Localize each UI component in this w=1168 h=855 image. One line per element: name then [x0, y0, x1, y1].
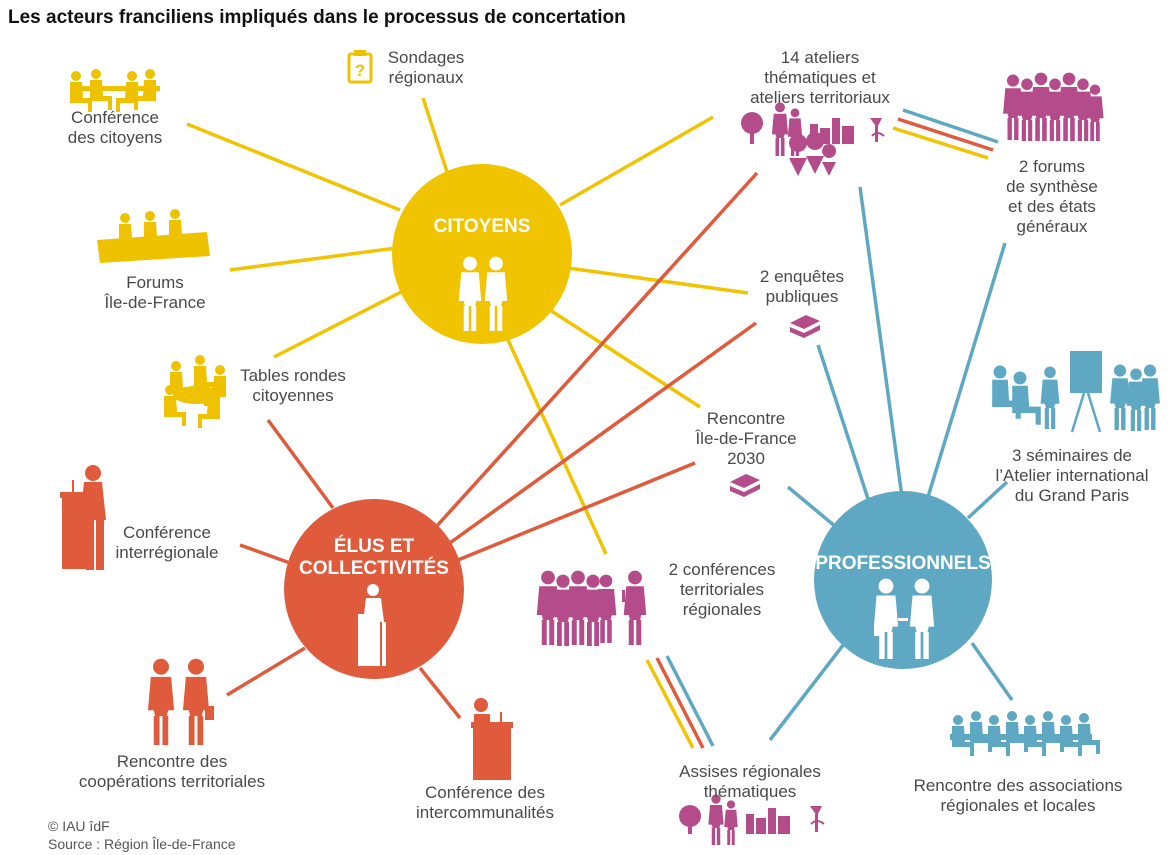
assises-icons [679, 794, 825, 845]
line-pros-seminaires [966, 480, 1009, 520]
hub-label-pros: PROFESSIONNELS [815, 553, 991, 574]
node-assises: Assises régionales thématiques [679, 762, 821, 801]
handshake-icon [873, 578, 935, 659]
node-cooperations: Rencontre des coopérations territoriales [78, 752, 266, 791]
node-conf-territoriales: 2 conférences territoriales régionales [668, 560, 776, 619]
line-triple-forums-yellow [892, 126, 989, 160]
survey-icon: ? [347, 50, 373, 84]
credit-line-1: © IAU îdF [48, 818, 110, 834]
podium-speaker-icon [358, 584, 386, 666]
svg-text:?: ? [355, 61, 365, 80]
node-seminaires: 3 séminaires de l’Atelier international … [995, 446, 1149, 505]
public-inquiry-icon [790, 315, 820, 338]
hub-pros[interactable] [814, 491, 992, 669]
node-ateliers: 14 ateliers thématiques et ateliers terr… [750, 48, 890, 107]
node-rencontre-2030: Rencontre Île-de-France 2030 [695, 409, 797, 468]
line-citoyens-forums [229, 246, 397, 272]
workshop-icons [741, 102, 885, 156]
hub-label-elus: ÉLUS ET COLLECTIVITÉS [299, 536, 449, 579]
node-conference-citoyens: Conférence des citoyens [67, 108, 163, 147]
line-citoyens-rencontre [549, 308, 701, 409]
line-elus-tables [266, 418, 335, 510]
seminar-presentation-icon [992, 351, 1160, 433]
conference-citizens-icon [70, 69, 160, 112]
diagram-title: Les acteurs franciliens impliqués dans l… [8, 7, 626, 28]
round-table-icon [164, 355, 226, 428]
line-elus-intercommunalites [418, 666, 462, 720]
cooperation-handshake-icon [147, 658, 214, 745]
node-intercommunalites: Conférence des intercommunalités [416, 783, 554, 822]
node-forums-synthese: 2 forums de synthèse et des états généra… [1006, 157, 1098, 236]
line-pros-enquetes [816, 344, 872, 506]
line-citoyens-ateliers [559, 115, 714, 207]
node-sondages: Sondages régionaux [387, 48, 465, 87]
line-elus-cooperations [226, 646, 306, 697]
line-citoyens-sondages [421, 97, 450, 176]
intercommunal-podium-icon [471, 698, 513, 780]
line-citoyens-conf-terr [506, 339, 608, 555]
line-triple-assises-blue [665, 655, 715, 747]
connection-lines [186, 97, 1014, 749]
credit-line-2: Source : Région Île-de-France [48, 836, 236, 852]
line-pros-associations [970, 641, 1014, 702]
hub-citoyens[interactable] [392, 164, 572, 344]
line-pros-rencontre [786, 485, 838, 529]
forums-bench-icon [97, 209, 210, 263]
hub-elus[interactable] [284, 499, 464, 679]
line-pros-forums [926, 242, 1007, 498]
line-triple-forums-blue [902, 108, 999, 144]
forums-crowd-icon [1003, 72, 1104, 141]
line-citoyens-conference [186, 122, 401, 212]
line-triple-assises-red [655, 657, 705, 749]
node-tables-rondes: Tables rondes citoyennes [240, 366, 346, 405]
line-elus-rencontre [457, 461, 696, 562]
location-pins-icon [789, 132, 837, 176]
line-pros-ateliers [858, 186, 904, 498]
line-elus-interregionale [239, 543, 291, 565]
line-citoyens-tables [273, 288, 406, 359]
node-associations: Rencontre des associations régionales et… [913, 776, 1123, 815]
line-elus-enquetes [445, 321, 758, 547]
conferences-crowd-icon [536, 570, 647, 646]
line-triple-forums-red [897, 117, 994, 152]
line-pros-assises [768, 638, 849, 742]
node-enquetes: 2 enquêtes publiques [759, 267, 845, 306]
interregional-speaker-icon [60, 465, 106, 570]
rencontre-book-icon [730, 474, 760, 497]
line-triple-assises-yellow [645, 659, 695, 749]
node-forums-idf: Forums Île-de-France [104, 273, 206, 312]
line-elus-ateliers [433, 171, 759, 530]
associations-crowd-icon [950, 711, 1100, 756]
hub-label-citoyens: CITOYENS [433, 216, 531, 237]
node-conf-interregionale: Conférence interrégionale [115, 523, 219, 562]
